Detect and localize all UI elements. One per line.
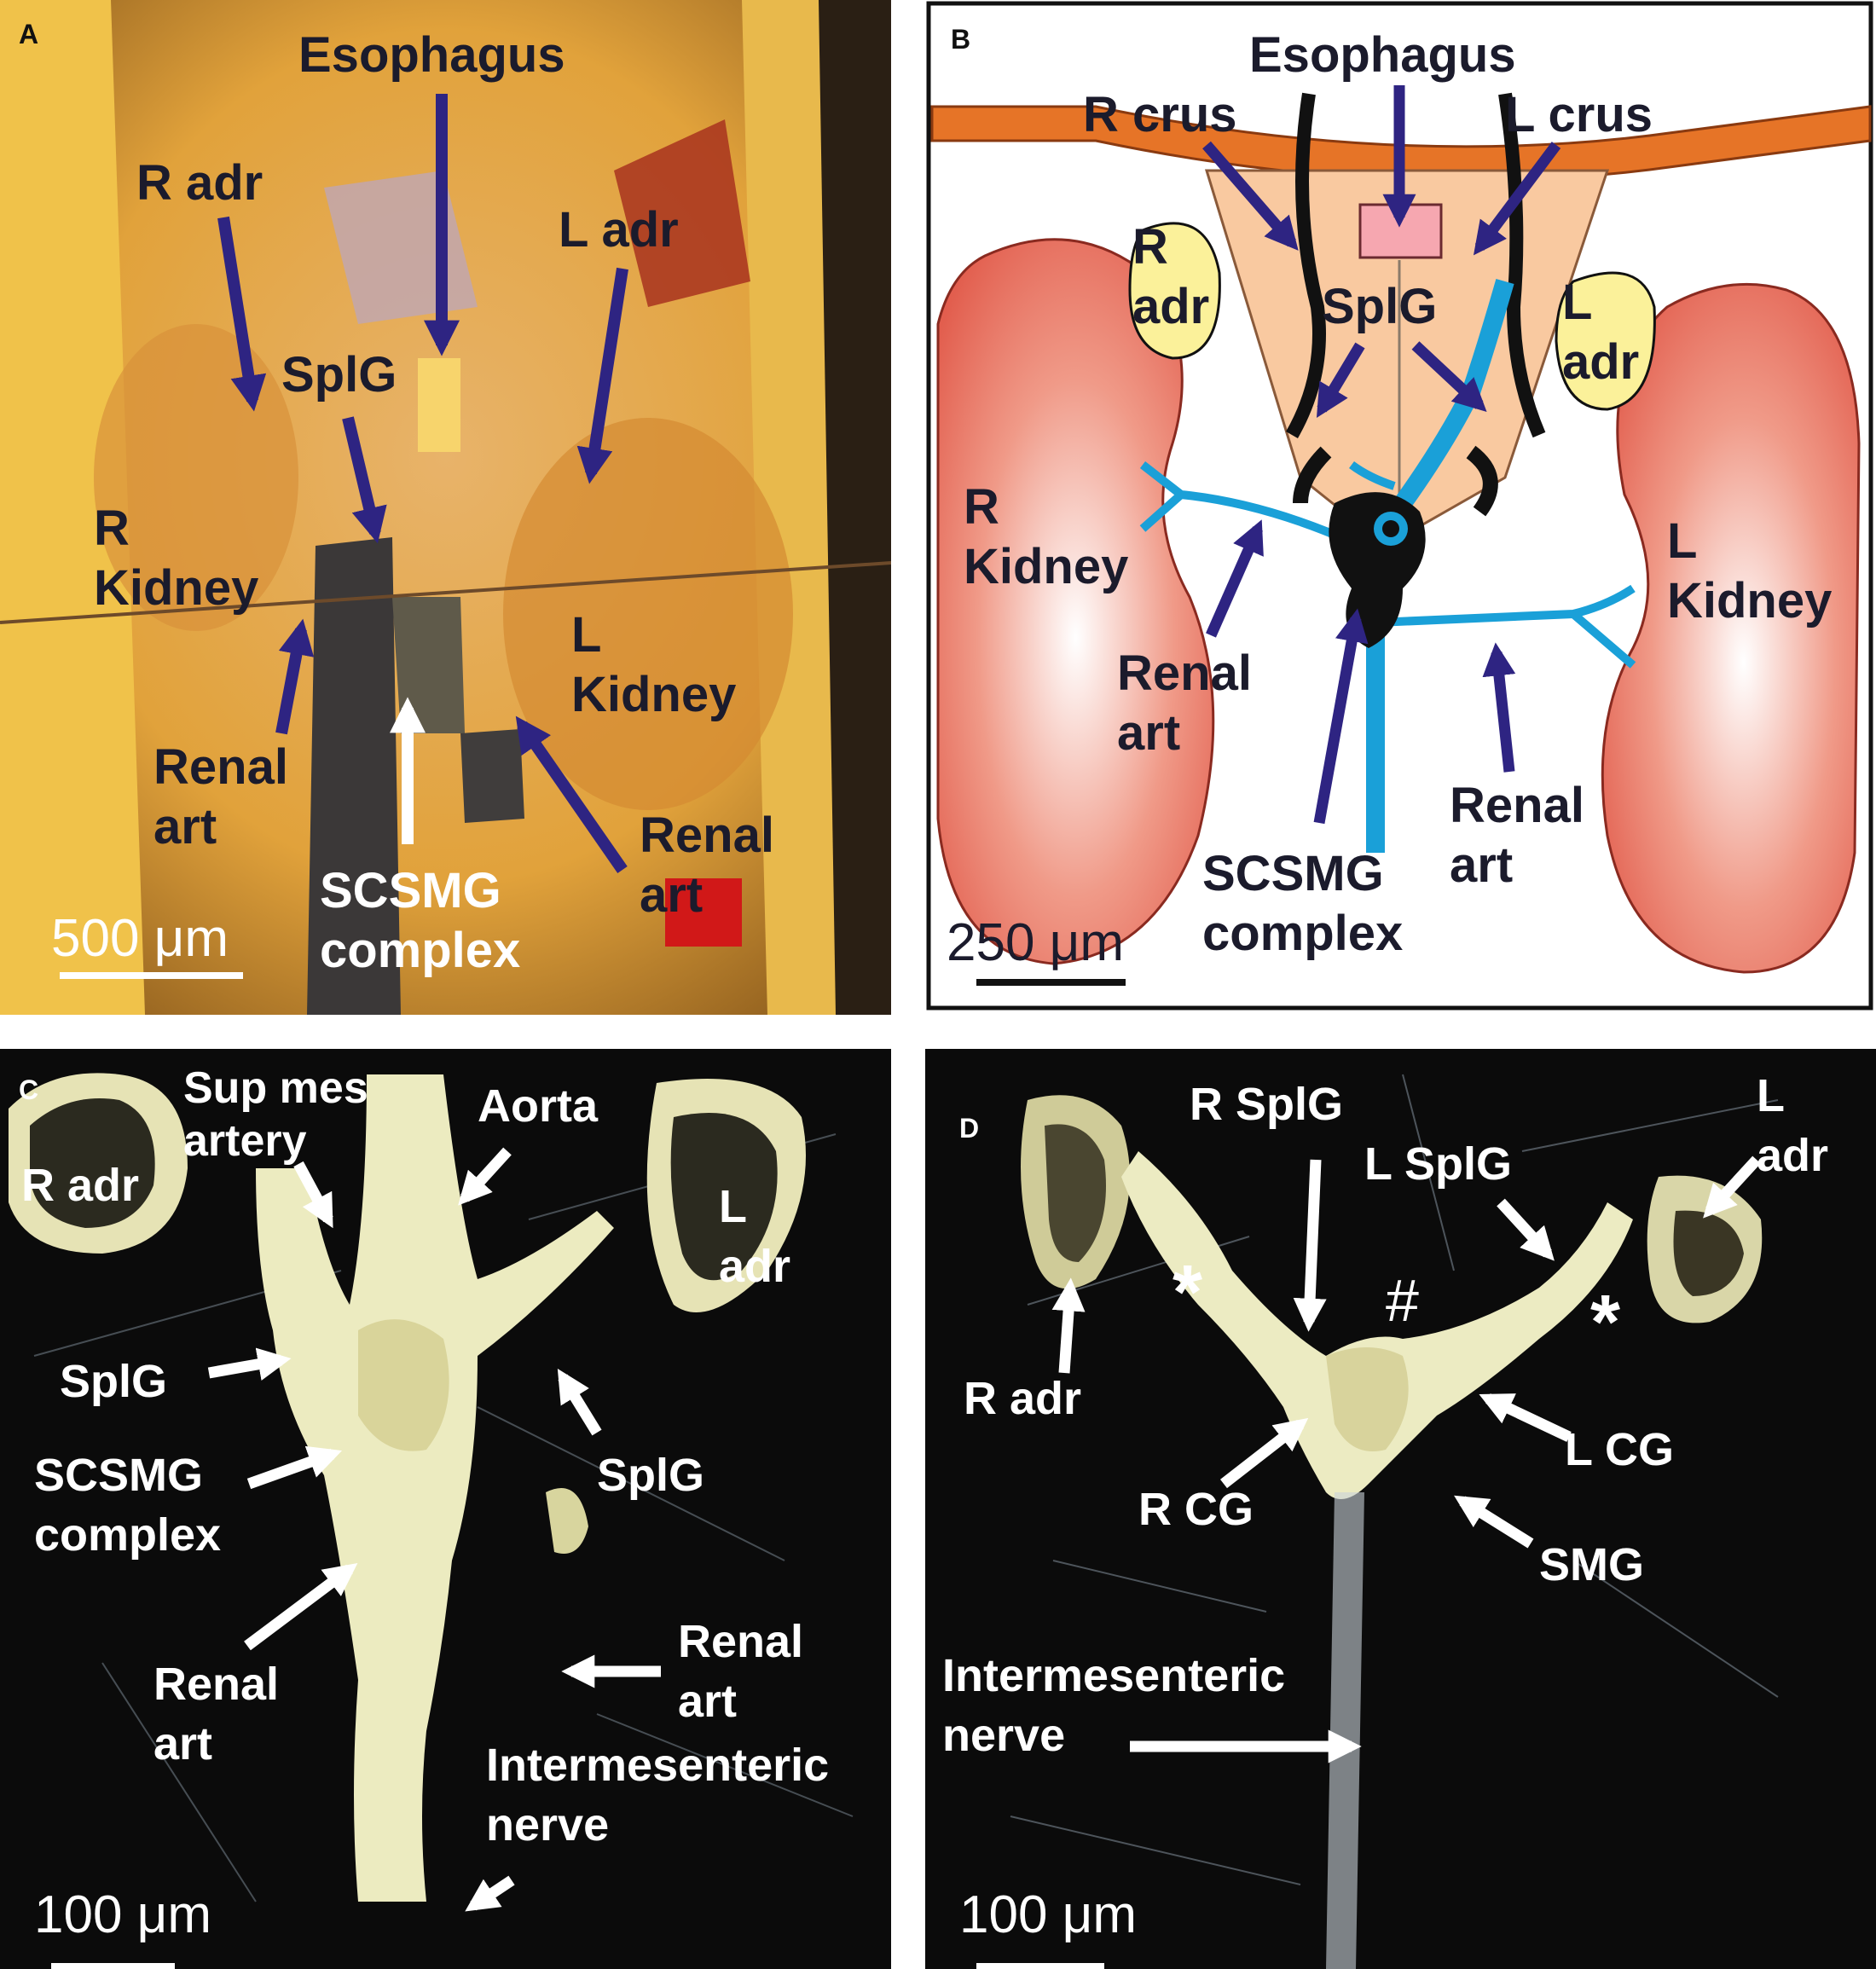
arrow-b-splg-right [1411, 341, 1487, 412]
arrow-d-r-adr [1051, 1277, 1086, 1374]
arrow-c-splg-left [207, 1347, 292, 1381]
crus-band [930, 105, 1872, 182]
label-esophagus: Esophagus [298, 27, 565, 83]
arrow-b-splg-left [1316, 342, 1365, 419]
label-d-l-adr: L adr [1757, 1070, 1829, 1181]
arrow-c-aorta [458, 1147, 512, 1206]
label-scsmg: SCSMG complex [320, 863, 521, 978]
arrow-c-renal-left [244, 1562, 358, 1651]
scale-bar-d [976, 1963, 1104, 1969]
arrow-renal-art-left [275, 618, 315, 735]
label-b-renal-right: Renal art [1450, 778, 1584, 893]
arrow-r-adr [217, 216, 267, 412]
label-b-scsmg: SCSMG complex [1202, 846, 1404, 961]
label-b-r-adr: R adr [1132, 219, 1210, 334]
scale-bar-b [976, 979, 1126, 986]
panel-a-arrows [217, 94, 628, 873]
label-d-intermesenteric: Intermesenteric nerve [942, 1650, 1286, 1761]
label-d-r-splg: R SplG [1190, 1079, 1344, 1130]
marker-star-left: * [1172, 1250, 1203, 1335]
arrow-d-smg [1454, 1495, 1534, 1549]
label-l-adr: L adr [559, 202, 679, 258]
label-b-renal-left: Renal art [1117, 646, 1252, 761]
label-b-splg: SplG [1322, 279, 1438, 334]
scale-label-c: 100 μm [34, 1885, 212, 1944]
panel-d-letter: D [959, 1113, 980, 1144]
arrow-c-sup-mes [293, 1161, 333, 1229]
panel-c-photo [0, 1049, 891, 1969]
label-c-splg-left: SplG [60, 1356, 168, 1407]
ganglion-tissue [256, 1074, 614, 1902]
panel-a: A Esophagus R adr L adr SplG R Kidney L … [0, 0, 891, 1015]
panel-d-arrows [1051, 1155, 1761, 1763]
panel-b-diagram [926, 1, 1873, 1011]
arrow-d-r-splg [1293, 1159, 1327, 1332]
label-b-l-crus: L crus [1505, 87, 1653, 142]
arrow-d-r-cg [1220, 1417, 1309, 1489]
label-d-r-cg: R CG [1138, 1484, 1254, 1535]
label-b-l-kidney: L Kidney [1667, 513, 1833, 628]
label-splg: SplG [281, 347, 397, 402]
scale-label-a: 500 μm [51, 909, 229, 968]
scale-label-b: 250 μm [947, 913, 1125, 972]
label-c-r-adr: R adr [21, 1160, 140, 1211]
label-c-aorta: Aorta [478, 1080, 599, 1132]
arrow-b-l-crus [1473, 142, 1561, 256]
panel-b-letter: B [951, 24, 971, 55]
arrow-b-r-crus [1202, 141, 1299, 251]
panel-c-letter: C [19, 1074, 39, 1105]
label-b-r-kidney: R Kidney [964, 479, 1129, 594]
label-c-renal-right: Renal art [678, 1616, 804, 1727]
label-r-adr: R adr [136, 155, 263, 211]
label-r-kidney: R Kidney [94, 501, 259, 616]
label-d-l-cg: L CG [1565, 1424, 1675, 1475]
label-c-sup-mes: Sup mes artery [183, 1063, 368, 1166]
label-d-r-adr: R adr [964, 1373, 1082, 1424]
panel-c-arrows [207, 1147, 661, 1912]
arrow-d-l-adr [1703, 1155, 1761, 1219]
arrow-d-l-splg [1497, 1198, 1555, 1261]
arrow-l-adr [576, 267, 628, 484]
l-crus [1498, 92, 1546, 438]
panel-c: C R adr Sup mes artery Aorta L adr SplG … [0, 1049, 891, 1969]
label-c-splg-right: SplG [597, 1450, 705, 1501]
label-c-scsmg: SCSMG complex [34, 1450, 222, 1561]
l-adr-shape [1555, 271, 1656, 411]
label-b-l-adr: L adr [1562, 275, 1640, 390]
r-adr-shape [1128, 222, 1221, 360]
panel-d: D R SplG L SplG L adr R adr R CG L CG SM… [925, 1049, 1876, 1969]
arrow-splg [342, 416, 387, 544]
scale-label-d: 100 μm [959, 1885, 1138, 1944]
arrow-c-intermesenteric [465, 1875, 515, 1912]
arrow-c-scsmg [246, 1445, 343, 1490]
arrow-d-l-cg [1479, 1393, 1572, 1442]
label-d-smg: SMG [1539, 1539, 1645, 1590]
label-d-l-splg: L SplG [1364, 1138, 1513, 1190]
label-b-esophagus: Esophagus [1249, 27, 1516, 83]
r-crus [1286, 92, 1326, 438]
panel-a-letter: A [19, 19, 39, 49]
label-renal-art-left: Renal art [153, 739, 288, 854]
label-b-r-crus: R crus [1083, 87, 1237, 142]
label-l-kidney: L Kidney [571, 607, 737, 722]
label-c-intermesenteric: Intermesenteric nerve [486, 1740, 830, 1850]
renal-vessel-right [1376, 584, 1636, 669]
arrow-renal-art-right [515, 715, 628, 873]
marker-star-right: * [1590, 1280, 1621, 1365]
marker-hash: # [1386, 1267, 1419, 1334]
scale-bar-a [60, 972, 243, 979]
arrow-b-renal-left [1206, 519, 1264, 638]
arrow-b-renal-right [1482, 642, 1516, 773]
arrow-c-splg-right [557, 1369, 602, 1436]
scale-bar-c [51, 1963, 175, 1969]
label-c-renal-left: Renal art [153, 1659, 280, 1769]
label-c-l-adr: L adr [719, 1181, 791, 1292]
panel-b: B Esophagus R crus L crus R adr SplG L a… [925, 0, 1876, 1015]
arrow-b-scsmg [1313, 608, 1369, 825]
label-renal-art-right: Renal art [640, 808, 774, 923]
